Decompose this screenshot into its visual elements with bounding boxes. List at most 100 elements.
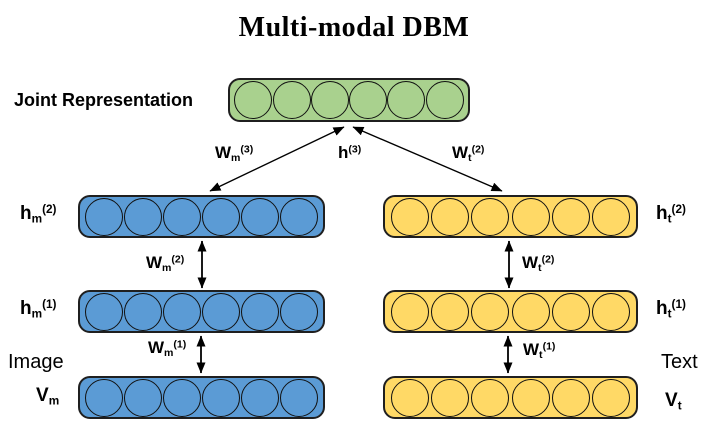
unit-circle [511, 292, 550, 331]
label-wm2-sup: (2) [171, 253, 185, 266]
label-ht2-sub: t [667, 212, 672, 226]
label-hm1-base: h [20, 298, 32, 319]
unit-circle [431, 378, 470, 417]
label-vm: Vm [36, 385, 59, 407]
label-wt2-mid-sup: (2) [541, 253, 555, 266]
unit-circle [425, 81, 464, 119]
label-h3-sup: (3) [348, 143, 362, 156]
label-wt2-top: Wt(2) [452, 143, 484, 164]
unit-circle [349, 81, 388, 119]
unit-circle [471, 292, 510, 331]
label-wm1-base: W [148, 338, 165, 357]
unit-circle [591, 292, 630, 331]
label-ht1: ht(1) [656, 298, 686, 320]
label-hm2-sub: m [31, 212, 43, 226]
text-hidden2-layer-box [383, 195, 638, 238]
unit-circle [431, 292, 470, 331]
unit-circle [124, 197, 162, 236]
label-hm2-sup: (2) [42, 203, 57, 217]
label-ht2: ht(2) [656, 203, 686, 225]
label-wm2-base: W [146, 253, 163, 272]
unit-circle [391, 378, 430, 417]
label-wt2-top-base: W [452, 143, 469, 162]
label-wt1: Wt(1) [523, 340, 555, 361]
label-wm1-sup: (1) [173, 338, 187, 351]
label-h3: h(3) [338, 143, 361, 163]
label-hm1-sup: (1) [42, 298, 57, 312]
unit-circle [387, 81, 426, 119]
label-vm-sub: m [48, 394, 60, 408]
unit-circle [511, 197, 550, 236]
label-wt2-mid-sub: t [538, 261, 542, 274]
label-ht2-base: h [656, 203, 668, 224]
unit-circle [471, 378, 510, 417]
label-wt1-base: W [523, 340, 540, 359]
label-wm3: Wm(3) [215, 143, 253, 164]
label-wm2-sub: m [162, 261, 172, 274]
unit-circle [85, 197, 123, 236]
label-vm-base: V [36, 385, 49, 406]
label-hm1: hm(1) [20, 298, 56, 320]
label-hm2-base: h [20, 203, 32, 224]
label-wm3-base: W [215, 143, 232, 162]
unit-circle [202, 197, 240, 236]
label-ht1-sub: t [667, 307, 672, 321]
unit-circle [85, 378, 123, 417]
unit-circle [163, 378, 201, 417]
unit-circle [511, 378, 550, 417]
unit-circle [163, 292, 201, 331]
unit-circle [551, 378, 590, 417]
unit-circle [431, 197, 470, 236]
unit-circle [551, 292, 590, 331]
text-modality-label: Text [661, 351, 698, 373]
label-ht1-base: h [656, 298, 668, 319]
unit-circle [202, 378, 240, 417]
label-wm3-sup: (3) [240, 143, 254, 156]
unit-circle [241, 378, 279, 417]
label-wt2-mid: Wt(2) [522, 253, 554, 274]
unit-circle [272, 81, 311, 119]
image-modality-label: Image [8, 351, 64, 373]
text-visible-layer-box [383, 376, 638, 419]
label-wt2-top-sub: t [468, 151, 472, 164]
unit-circle [391, 197, 430, 236]
label-hm1-sub: m [31, 307, 43, 321]
label-ht2-sup: (2) [671, 203, 686, 217]
label-wm2: Wm(2) [146, 253, 184, 274]
image-hidden2-layer-box [78, 195, 325, 238]
unit-circle [163, 197, 201, 236]
unit-circle [85, 292, 123, 331]
unit-circle [591, 378, 630, 417]
label-wt1-sup: (1) [542, 340, 556, 353]
label-wm1-sub: m [164, 346, 174, 359]
diagram-title: Multi-modal DBM [238, 12, 470, 43]
label-vt-sub: t [677, 399, 682, 413]
unit-circle [280, 292, 318, 331]
unit-circle [471, 197, 510, 236]
unit-circle [391, 292, 430, 331]
joint-representation-label: Joint Representation [14, 90, 194, 110]
label-hm2: hm(2) [20, 203, 56, 225]
unit-circle [241, 197, 279, 236]
unit-circle [591, 197, 630, 236]
unit-circle [280, 197, 318, 236]
image-hidden1-layer-box [78, 290, 325, 333]
label-wt2-top-sup: (2) [471, 143, 485, 156]
joint-layer-box [228, 78, 470, 122]
unit-circle [124, 378, 162, 417]
text-hidden1-layer-box [383, 290, 638, 333]
label-h3-base: h [338, 143, 349, 162]
label-wt1-sub: t [539, 348, 543, 361]
unit-circle [310, 81, 349, 119]
unit-circle [202, 292, 240, 331]
label-vt: Vt [665, 390, 682, 412]
unit-circle [234, 81, 273, 119]
image-visible-layer-box [78, 376, 325, 419]
unit-circle [241, 292, 279, 331]
unit-circle [124, 292, 162, 331]
label-wm3-sub: m [231, 151, 241, 164]
label-vt-base: V [665, 390, 678, 411]
label-ht1-sup: (1) [671, 298, 686, 312]
unit-circle [551, 197, 590, 236]
